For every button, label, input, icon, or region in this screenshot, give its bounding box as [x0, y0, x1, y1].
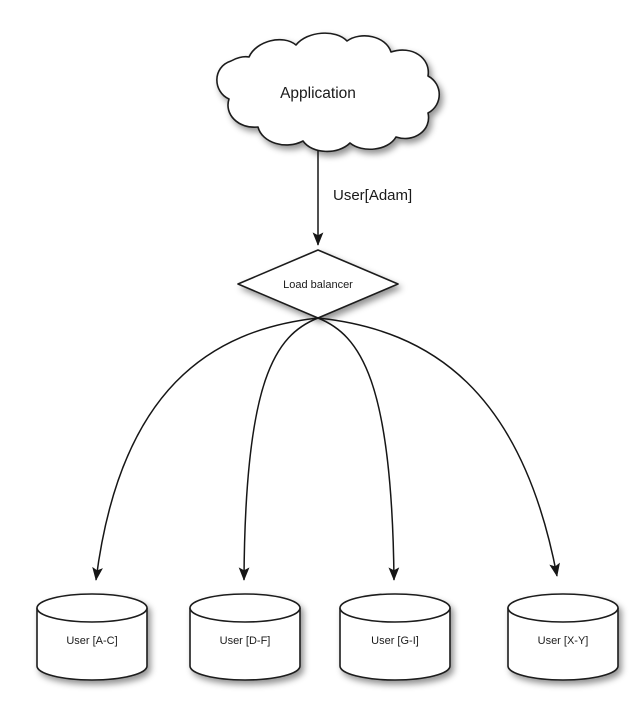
shard-cylinder-2-label: User [D-F] — [220, 635, 271, 647]
edge-balancer-to-shard-2 — [238, 317, 319, 581]
shard-cylinder-4-label: User [X-Y] — [538, 635, 589, 647]
shard-cylinder-4[interactable]: User [X-Y] — [507, 593, 619, 681]
application-cloud-label: Application — [280, 85, 356, 102]
shard-cylinder-3[interactable]: User [G-I] — [339, 593, 451, 681]
shard-cylinder-1[interactable]: User [A-C] — [36, 593, 148, 681]
edge-balancer-to-shard-3 — [317, 317, 400, 581]
load-balancer-label: Load balancer — [283, 279, 353, 291]
load-balancer-node[interactable]: Load balancer — [237, 249, 399, 319]
shard-cylinder-2[interactable]: User [D-F] — [189, 593, 301, 681]
edge-balancer-to-shard-4 — [317, 317, 560, 577]
application-cloud-node[interactable]: Application — [216, 32, 441, 153]
shard-cylinder-3-label: User [G-I] — [371, 635, 419, 647]
edge-application-to-balancer: User[Adam] — [312, 150, 412, 246]
shard-cylinder-1-label: User [A-C] — [66, 635, 117, 647]
edge-balancer-to-shard-1 — [92, 317, 319, 581]
edge-application-to-balancer-label: User[Adam] — [333, 187, 412, 204]
